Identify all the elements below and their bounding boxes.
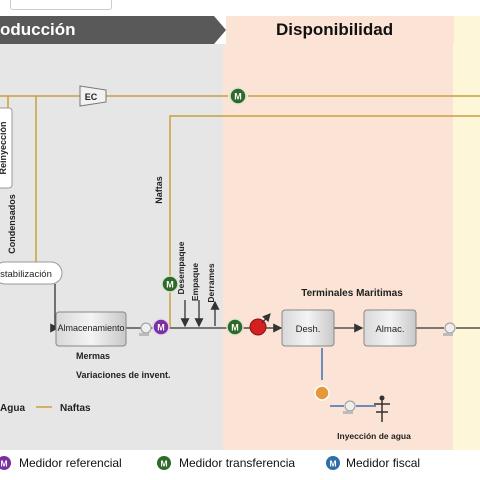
pump-icon-right <box>443 322 456 336</box>
meter-glyph: M <box>166 280 174 290</box>
injection-well-icon <box>374 395 390 422</box>
naftas-lines <box>0 95 480 327</box>
legend-referencial-label: Medidor referencial <box>19 456 122 470</box>
desh-tank <box>281 309 335 347</box>
estabilizacion-box <box>0 261 63 285</box>
almacenamiento-label: Almacenamiento <box>57 323 124 333</box>
next-band <box>453 44 480 450</box>
terminales-label: Terminales Maritimas <box>301 288 403 299</box>
mermas-label: Mermas <box>76 351 110 361</box>
top-strip <box>0 0 480 14</box>
compressor-ec-label: EC <box>85 92 98 102</box>
legend-agua-label: Agua <box>0 403 25 414</box>
line-legend: Agua Naftas <box>0 403 91 414</box>
naftas-vertical-label: Naftas <box>154 176 164 204</box>
medidor-referencial-almac: M <box>152 318 170 336</box>
header-produccion-label: oducción <box>0 20 76 39</box>
produccion-band <box>0 44 223 450</box>
meter-glyph: M <box>157 323 165 333</box>
almac-label: Almac. <box>375 324 404 335</box>
header-disponibilidad-label: Disponibilidad <box>276 20 394 39</box>
header-next <box>454 16 480 44</box>
almacenamiento-tank <box>55 311 127 347</box>
empaque-label: Empaque <box>190 263 200 302</box>
pump-icon-water <box>343 400 356 414</box>
estabilizacion-label: stabilización <box>0 269 52 280</box>
reinyeccion-label: Reinyección <box>0 121 8 174</box>
derrames-label: Derrames <box>206 263 216 302</box>
desh-label: Desh. <box>296 324 321 335</box>
condensados-label: Condensados <box>7 194 17 254</box>
legend-referencial-icon: M <box>0 456 11 470</box>
meter-legend: M M M Medidor referencial Medidor transf… <box>0 450 480 480</box>
compressor-ec <box>79 85 107 107</box>
desempaque-label: Desempaque <box>176 241 186 294</box>
meter-glyph: M <box>231 323 239 333</box>
medidor-transferencia-top: M <box>229 87 247 105</box>
reinyeccion-box <box>0 107 13 189</box>
top-tab-box <box>10 0 112 10</box>
medidor-transferencia-naftas: M <box>161 275 179 293</box>
meter-glyph: M <box>0 459 7 469</box>
medidor-transferencia-main: M <box>226 318 244 336</box>
control-valve-icon <box>249 313 271 336</box>
line-estab-down <box>54 284 56 329</box>
legend-fiscal-icon: M <box>326 456 340 470</box>
almac-tank <box>363 309 417 347</box>
header-produccion: oducción <box>0 16 226 44</box>
variaciones-label: Variaciones de invent. <box>76 370 171 380</box>
meter-legend-icons: M M M <box>0 456 340 470</box>
naftas-line-vertical <box>169 115 480 327</box>
inyeccion-label: Inyección de agua <box>337 431 411 441</box>
header-disponibilidad: Disponibilidad <box>226 16 454 44</box>
legend-transferencia-label: Medidor transferencia <box>179 456 296 470</box>
legend-naftas-label: Naftas <box>60 403 91 414</box>
disponibilidad-band <box>223 44 453 450</box>
meter-glyph: M <box>234 92 242 102</box>
legend-fiscal-label: Medidor fiscal <box>346 456 421 470</box>
medidor-agua-icon <box>314 385 330 401</box>
meter-glyph: M <box>329 459 336 469</box>
process-lines <box>50 284 480 333</box>
legend-transferencia-icon: M <box>157 456 171 470</box>
meter-glyph: M <box>160 459 167 469</box>
pump-icon-left <box>139 322 152 336</box>
